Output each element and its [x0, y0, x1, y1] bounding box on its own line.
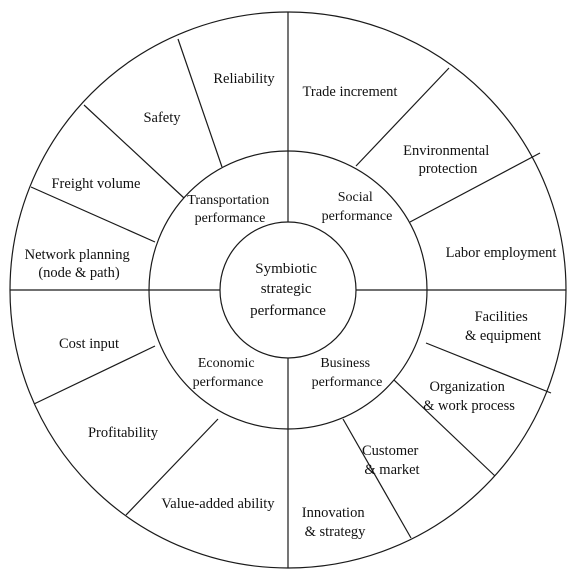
indicator-cost-input: Cost input [59, 336, 119, 352]
spoke-reliability-safety [177, 38, 223, 168]
dimension-social: Social performance [322, 190, 393, 224]
indicator-innovation-strategy: Innovation & strategy [302, 505, 368, 540]
center-line-1: Symbiotic [255, 261, 317, 277]
indicator-freight-volume: Freight volume [51, 176, 140, 192]
spoke-environment-labor [409, 152, 541, 223]
indicator-value-added-ability: Value-added ability [161, 496, 275, 512]
center-line-2: strategic [261, 281, 312, 297]
indicator-organization-work-process: Organization & work process [423, 379, 515, 414]
center-line-3: performance [250, 303, 326, 319]
spoke-safety-freight [83, 104, 185, 199]
indicator-network-planning: Network planning (node & path) [25, 247, 134, 281]
indicator-labor-employment: Labor employment [446, 245, 557, 261]
indicator-reliability: Reliability [213, 71, 275, 87]
spoke-profit-value [125, 418, 219, 516]
spoke-trade-environment [355, 67, 450, 167]
center-label: Symbiotic strategic performance [250, 261, 326, 319]
indicator-environmental-protection: Environmental protection [403, 143, 493, 177]
dimension-transportation: Transportation performance [187, 193, 272, 226]
spoke-cost-profit [33, 345, 156, 405]
dimension-economic: Economic performance [193, 356, 264, 390]
dimension-business: Business performance [312, 356, 383, 390]
indicator-profitability: Profitability [88, 425, 159, 441]
indicator-customer-market: Customer & market [362, 443, 422, 478]
indicator-trade-increment: Trade increment [303, 84, 398, 100]
indicator-safety: Safety [143, 110, 181, 126]
spoke-customer-innovation [342, 418, 412, 539]
spoke-freight-network [30, 186, 156, 243]
spoke-facilities-organization [425, 342, 552, 394]
spoke-organization-customer [393, 379, 496, 477]
indicator-facilities-equipment: Facilities & equipment [465, 309, 541, 344]
